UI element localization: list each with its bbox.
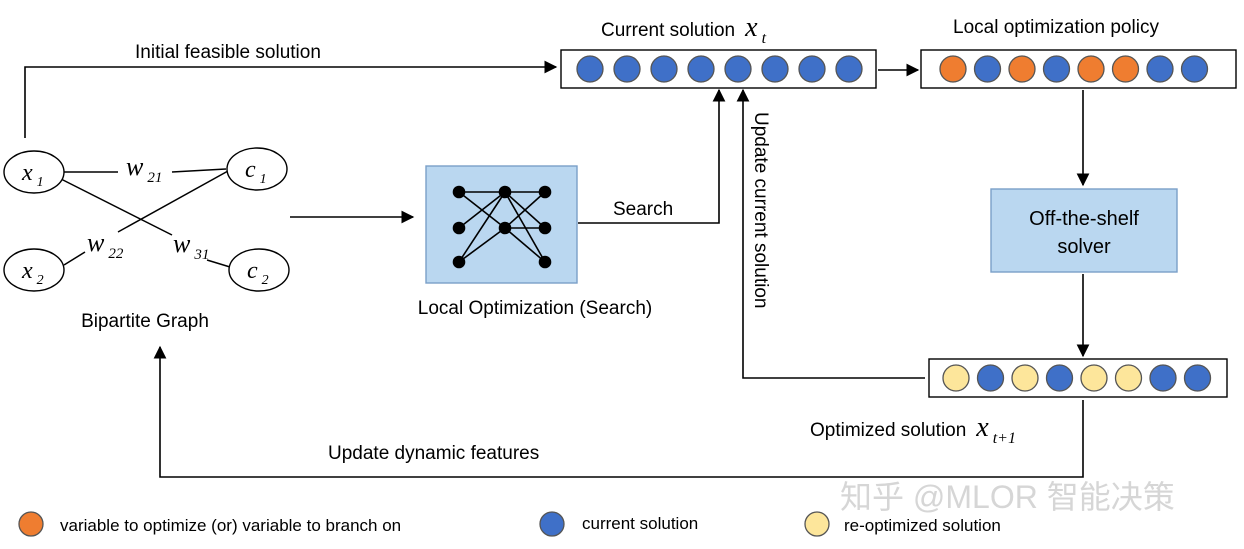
watermark-text: 知乎 @MLOR 智能决策: [840, 479, 1175, 515]
svg-text:c 2: c 2: [247, 258, 269, 288]
optimized-variable-reopt: [1011, 364, 1039, 392]
bipartite-graph: x 1 c 1 x 2 c 2 w: [3, 147, 290, 292]
policy-title: Local optimization policy: [953, 17, 1159, 38]
legend-label-optimize: variable to optimize (or) variable to br…: [60, 516, 401, 535]
edge-w31-c2: [206, 259, 231, 268]
node-c2: c 2: [228, 248, 290, 292]
local-optimization-label: Local Optimization (Search): [418, 298, 652, 319]
current-variable-current: [798, 55, 826, 83]
legend-label-reopt: re-optimized solution: [844, 516, 1001, 535]
edge-x1-c2: [60, 178, 173, 236]
update-current-label: Update current solution: [750, 112, 771, 308]
solver-label-line2: solver: [1057, 236, 1111, 258]
current-variable-current: [761, 55, 789, 83]
legend-item-reopt: re-optimized solution: [804, 511, 1001, 537]
optimized-variable-current: [1183, 364, 1212, 392]
optimized-variable-current: [976, 364, 1005, 392]
weight-w31: w 31: [173, 229, 209, 263]
policy-variable-current: [1042, 55, 1071, 83]
initial-solution-label: Initial feasible solution: [135, 42, 321, 63]
current-solution-title: Current solution x t: [601, 12, 767, 47]
weight-w21: w 21: [126, 152, 162, 186]
legend-swatch-optimize: [18, 511, 44, 537]
initial-solution-arrow: [24, 60, 558, 138]
svg-text:c 1: c 1: [245, 157, 267, 187]
policy-variable-current: [973, 55, 1002, 83]
legend: variable to optimize (or) variable to br…: [18, 511, 1001, 537]
search-label: Search: [613, 199, 673, 220]
edge-x1-c1-right: [171, 168, 227, 173]
solver-label-line1: Off-the-shelf: [1029, 208, 1139, 230]
legend-item-optimize: variable to optimize (or) variable to br…: [18, 511, 401, 537]
current-variable-current: [613, 55, 641, 83]
policy-variable-optimize: [1077, 55, 1105, 83]
update-dynamic-arrow: [153, 345, 1084, 478]
optimized-solution-title: Optimized solution x t+1: [810, 412, 1016, 447]
optimized-variable-current: [1149, 364, 1177, 392]
edge-x2-w22: [63, 251, 86, 266]
policy-variable-optimize: [939, 55, 967, 83]
legend-label-current: current solution: [582, 514, 698, 533]
policy-variable-current: [1146, 55, 1174, 83]
weight-w22: w 22: [87, 228, 124, 262]
legend-swatch-current: [539, 511, 565, 537]
bipartite-graph-label: Bipartite Graph: [81, 311, 209, 332]
policy-variable-optimize: [1008, 55, 1036, 83]
current-variable-current: [576, 55, 604, 83]
update-dynamic-label: Update dynamic features: [328, 443, 539, 464]
svg-text:x 1: x 1: [21, 160, 44, 190]
update-current-arrow: [736, 88, 925, 379]
svg-text:x 2: x 2: [21, 258, 44, 288]
node-c1: c 1: [226, 147, 288, 191]
solver-box: Off-the-shelf solver: [990, 188, 1178, 273]
current-variable-current: [835, 55, 863, 83]
policy-variable-current: [1180, 55, 1209, 83]
optimized-solution-array: [928, 358, 1228, 398]
policy-array: [920, 49, 1237, 89]
optimized-variable-reopt: [1080, 364, 1108, 392]
node-x1: x 1: [3, 150, 65, 194]
search-arrow: [578, 88, 726, 224]
current-variable-current: [724, 55, 752, 83]
current-solution-array: [560, 49, 877, 89]
node-x2: x 2: [3, 248, 65, 292]
network-icon: [452, 185, 552, 269]
optimized-variable-reopt: [1114, 364, 1143, 392]
optimized-variable-reopt: [942, 364, 970, 392]
current-variable-current: [687, 55, 715, 83]
legend-swatch-reopt: [804, 511, 830, 537]
local-optimization-box: [425, 165, 578, 284]
edge-c1-x2: [117, 170, 229, 233]
legend-item-current: current solution: [539, 511, 698, 537]
policy-variable-optimize: [1111, 55, 1140, 83]
optimized-variable-current: [1045, 364, 1074, 392]
current-variable-current: [650, 55, 678, 83]
